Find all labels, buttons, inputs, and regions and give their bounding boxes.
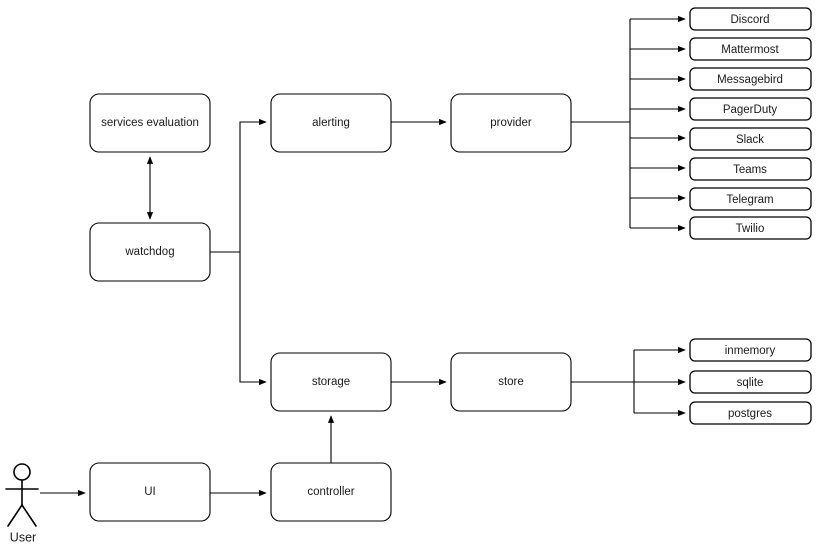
node-storage-label: storage [312, 376, 350, 388]
node-ui-label: UI [144, 486, 156, 498]
leaf-store-label: sqlite [737, 377, 764, 389]
node-alerting-label: alerting [312, 117, 350, 129]
node-store[interactable]: store [450, 352, 572, 412]
node-controller[interactable]: controller [270, 462, 392, 522]
provider-list: Discord Mattermost Messagebird PagerDuty… [689, 7, 812, 240]
leaf-store[interactable]: postgres [689, 401, 812, 425]
leaf-provider[interactable]: Teams [689, 157, 812, 181]
edge-store-trunk [571, 350, 635, 413]
edge-store-fanout [634, 346, 686, 417]
node-ui[interactable]: UI [89, 462, 211, 522]
store-list: inmemory sqlite postgres [689, 338, 812, 425]
leaf-provider-label: Messagebird [717, 74, 783, 86]
leaf-provider-label: Discord [731, 14, 770, 26]
node-watchdog-label: watchdog [124, 246, 174, 258]
node-controller-label: controller [307, 486, 354, 498]
node-alerting[interactable]: alerting [270, 93, 392, 153]
node-services-evaluation-label: services evaluation [101, 117, 199, 129]
actor-user[interactable]: User [5, 463, 39, 544]
leaf-store[interactable]: inmemory [689, 338, 812, 362]
leaf-provider-label: Telegram [726, 194, 773, 206]
leaf-provider[interactable]: Discord [689, 7, 812, 31]
leaf-store-label: inmemory [725, 345, 776, 357]
leaf-provider[interactable]: Messagebird [689, 67, 812, 91]
leaf-provider[interactable]: Telegram [689, 187, 812, 211]
leaf-provider-label: PagerDuty [723, 104, 778, 116]
actor-user-label: User [10, 530, 36, 544]
edge-provider-fanout [630, 15, 686, 232]
leaf-provider-label: Slack [736, 134, 764, 146]
node-storage[interactable]: storage [270, 352, 392, 412]
edge-watchdog-storage [239, 252, 267, 386]
node-store-label: store [498, 376, 524, 388]
leaf-provider-label: Teams [733, 164, 767, 176]
leaf-provider-label: Twilio [736, 223, 765, 235]
leaf-provider[interactable]: Mattermost [689, 37, 812, 61]
leaf-store-label: postgres [728, 408, 772, 420]
node-provider-label: provider [490, 117, 532, 129]
edge-watchdog-alerting [210, 118, 267, 253]
node-provider[interactable]: provider [450, 93, 572, 153]
node-services-evaluation[interactable]: services evaluation [89, 93, 211, 153]
node-watchdog[interactable]: watchdog [89, 222, 211, 282]
leaf-provider[interactable]: PagerDuty [689, 97, 812, 121]
stick-figure-actor-icon [13, 463, 31, 481]
leaf-store[interactable]: sqlite [689, 370, 812, 394]
edge-provider-trunk [571, 19, 631, 228]
leaf-provider[interactable]: Slack [689, 127, 812, 151]
leaf-provider-label: Mattermost [721, 44, 779, 56]
leaf-provider[interactable]: Twilio [689, 216, 812, 240]
